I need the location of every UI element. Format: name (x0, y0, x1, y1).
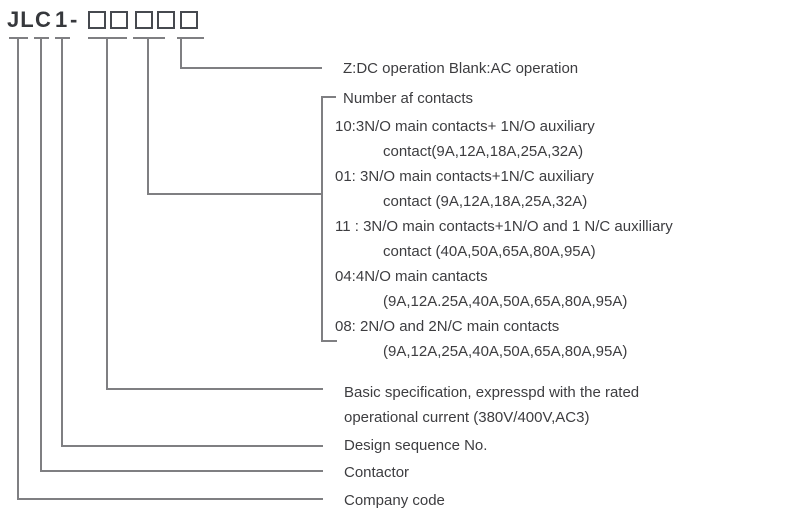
leader-contactor-h (40, 470, 323, 472)
digit-box-1 (88, 11, 106, 29)
model-char-c: C (35, 7, 52, 32)
contacts-item-cont: contact(9A,12A,18A,25A,32A) (383, 143, 584, 160)
digit-box-3 (135, 11, 153, 29)
model-char-dash: - (70, 7, 79, 32)
contacts-item: 01: 3N/O main contacts+1N/C auxiliary co… (335, 164, 673, 214)
contacts-item-main: 01: 3N/O main contacts+1N/C auxiliary (335, 168, 594, 185)
label-basic-spec: Basic specification, expresspd with the … (344, 380, 639, 430)
contacts-list: 10:3N/O main contacts+ 1N/O auxiliary co… (335, 114, 673, 364)
leader-basic-spec-h (106, 388, 323, 390)
contacts-bracket-bottom (321, 340, 337, 342)
contacts-item-main: 04:4N/O main cantacts (335, 268, 488, 285)
leader-contactor-v (40, 38, 42, 472)
contacts-item: 08: 2N/O and 2N/C main contacts (9A,12A,… (335, 314, 673, 364)
digit-box-2 (110, 11, 128, 29)
leader-contacts-h (147, 193, 323, 195)
digit-box-4 (157, 11, 175, 29)
contacts-item: 11 : 3N/O main contacts+1N/O and 1 N/C a… (335, 214, 673, 264)
digit-box-5 (180, 11, 198, 29)
contacts-item-cont: contact (9A,12A,18A,25A,32A) (383, 193, 588, 210)
leader-design-seq-h (61, 445, 323, 447)
model-char-jl: JL (7, 7, 35, 32)
label-dc-operation: Z:DC operation Blank:AC operation (343, 60, 579, 77)
label-contactor: Contactor (344, 464, 410, 481)
contacts-item: 04:4N/O main cantacts (9A,12A.25A,40A,50… (335, 264, 673, 314)
contacts-item-main: 08: 2N/O and 2N/C main contacts (335, 318, 560, 335)
contacts-item-cont: (9A,12A,25A,40A,50A,65A,80A,95A) (383, 343, 628, 360)
leader-operation-v (180, 38, 182, 69)
leader-contacts-v (147, 38, 149, 195)
contacts-bracket-top (321, 96, 336, 98)
label-basic-spec-line2: operational current (380V/400V,AC3) (344, 409, 590, 426)
leader-basic-spec-v (106, 38, 108, 390)
contacts-item-main: 10:3N/O main contacts+ 1N/O auxiliary (335, 118, 595, 135)
label-contacts-header: Number af contacts (343, 90, 474, 107)
tick-group2 (133, 37, 165, 39)
leader-design-seq-v (61, 38, 63, 447)
leader-company-code-h (17, 498, 323, 500)
label-design-sequence: Design sequence No. (344, 437, 488, 454)
model-char-1: 1 (55, 7, 69, 32)
leader-company-code-v (17, 38, 19, 500)
contacts-item: 10:3N/O main contacts+ 1N/O auxiliary co… (335, 114, 673, 164)
label-basic-spec-line1: Basic specification, expresspd with the … (344, 384, 640, 401)
tick-group3 (177, 37, 204, 39)
leader-operation-h (180, 67, 322, 69)
contacts-item-main: 11 : 3N/O main contacts+1N/O and 1 N/C a… (335, 218, 673, 235)
contacts-item-cont: (9A,12A.25A,40A,50A,65A,80A,95A) (383, 293, 628, 310)
contacts-bracket-v (321, 96, 323, 342)
contacts-item-cont: contact (40A,50A,65A,80A,95A) (383, 243, 596, 260)
label-company-code: Company code (344, 492, 445, 509)
